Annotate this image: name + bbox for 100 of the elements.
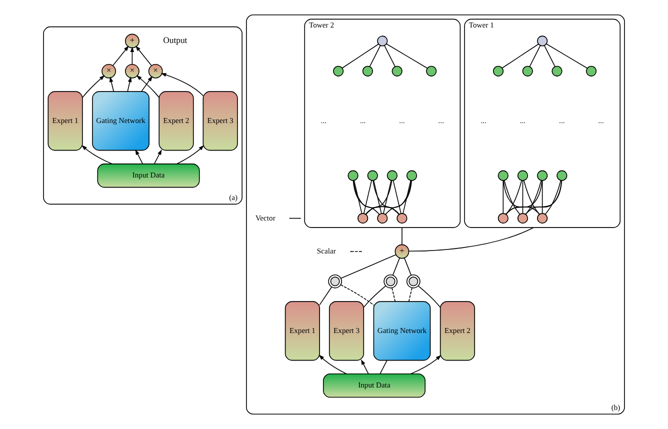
node-circle xyxy=(386,170,398,181)
node-box: Expert 2 xyxy=(440,301,476,361)
node-circle xyxy=(367,170,378,181)
node-circle: × xyxy=(124,64,140,78)
connector xyxy=(363,180,372,214)
connector xyxy=(402,180,412,214)
arrow xyxy=(135,149,144,164)
node-box: Expert 2 xyxy=(158,91,194,151)
arrow xyxy=(360,359,369,374)
connector xyxy=(392,180,402,214)
connector xyxy=(384,45,396,68)
node-circle xyxy=(406,170,418,181)
node-box: Input Data xyxy=(322,373,426,398)
node-label: Output xyxy=(163,35,188,46)
connector xyxy=(502,180,504,214)
label: ... xyxy=(520,116,526,125)
arrow xyxy=(109,76,114,92)
connector xyxy=(365,180,412,215)
arrow xyxy=(82,75,105,98)
arrow xyxy=(136,46,152,66)
node-circle xyxy=(556,170,568,181)
node-circle xyxy=(522,66,533,76)
node-circle: × xyxy=(148,64,163,78)
connector xyxy=(373,180,382,214)
node-circle xyxy=(492,66,504,76)
node-box: Expert 3 xyxy=(328,301,364,361)
node-circle xyxy=(362,66,374,76)
legend-label: Vector xyxy=(256,213,276,222)
connector xyxy=(319,286,332,306)
node-circle xyxy=(333,66,344,76)
connector xyxy=(404,258,412,276)
label: ... xyxy=(559,116,565,125)
connector xyxy=(340,254,396,279)
arrow xyxy=(136,75,160,98)
label: ... xyxy=(480,116,486,125)
connector xyxy=(529,45,541,68)
node-circle: × xyxy=(102,64,116,78)
label: ... xyxy=(320,116,327,125)
connector xyxy=(354,180,362,214)
node-circle xyxy=(396,213,408,224)
connector xyxy=(392,258,400,276)
connector xyxy=(502,44,539,68)
node-circle xyxy=(517,213,528,224)
legend-label: Scalar xyxy=(316,246,336,256)
node-circle xyxy=(392,66,402,76)
arrow xyxy=(318,354,347,374)
connector xyxy=(522,180,524,214)
node-circle xyxy=(537,213,548,224)
connector xyxy=(542,180,543,214)
node-box: Input Data xyxy=(97,164,200,188)
node-circle xyxy=(377,213,388,224)
connector xyxy=(342,44,379,68)
node-circle xyxy=(537,170,548,181)
node-circle: + xyxy=(394,244,410,259)
connector xyxy=(418,286,441,308)
arrow xyxy=(176,145,204,164)
node-circle xyxy=(426,66,437,76)
connector xyxy=(372,180,400,215)
connector xyxy=(340,284,374,306)
connector xyxy=(408,287,412,302)
label: ... xyxy=(399,116,405,125)
node-circle xyxy=(586,66,597,76)
connector xyxy=(363,286,386,308)
node-circle xyxy=(348,170,358,181)
node-box: Expert 3 xyxy=(202,91,238,151)
connector xyxy=(386,44,428,69)
label: ... xyxy=(438,116,444,125)
connector xyxy=(365,180,392,215)
node-circle xyxy=(358,213,368,224)
connector xyxy=(525,180,562,215)
arrow xyxy=(130,46,134,65)
connector xyxy=(352,180,400,215)
node-circle: + xyxy=(124,34,140,48)
connector xyxy=(506,180,562,214)
connector xyxy=(353,180,380,215)
label: ... xyxy=(598,116,604,125)
connector xyxy=(383,180,392,214)
connector xyxy=(380,360,388,374)
connector xyxy=(408,227,534,252)
node-circle xyxy=(552,66,562,76)
connector xyxy=(544,180,562,215)
node-box: Expert 1 xyxy=(48,91,83,151)
connector xyxy=(392,287,396,302)
arrow xyxy=(141,76,153,92)
node-circle xyxy=(498,170,508,181)
node-circle xyxy=(498,213,508,224)
node-circle xyxy=(537,36,548,46)
arrow xyxy=(127,76,132,92)
node-circle xyxy=(377,36,388,46)
arrow xyxy=(160,73,204,96)
label: ... xyxy=(360,116,366,125)
node-box: Expert 1 xyxy=(284,301,320,361)
node-circle xyxy=(517,170,528,181)
arrow xyxy=(112,46,129,66)
connector xyxy=(369,45,381,68)
node-box: Gating Network xyxy=(373,301,431,361)
node-box: Gating Network xyxy=(92,91,150,151)
arrow xyxy=(154,149,162,164)
connector xyxy=(385,180,412,215)
arrow xyxy=(82,145,112,164)
